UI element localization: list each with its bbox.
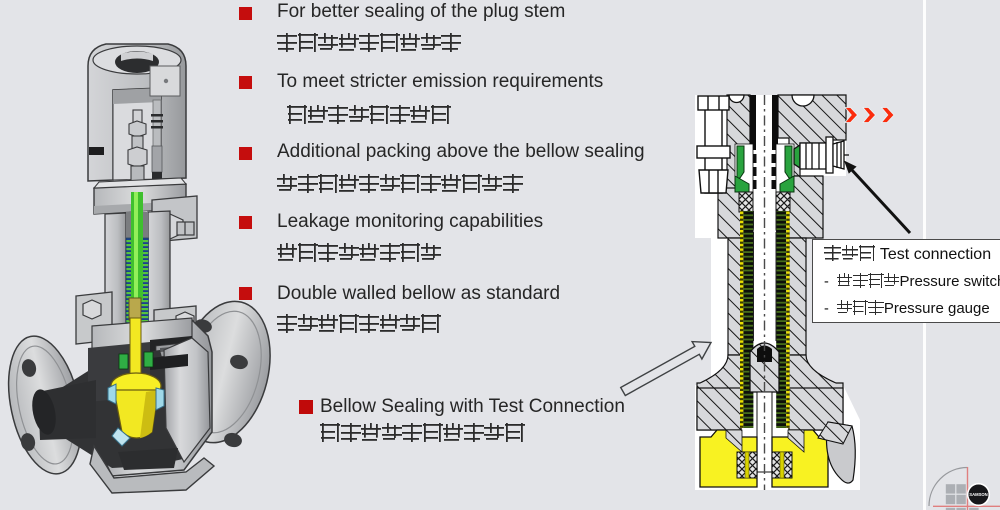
svg-text:SAMSON: SAMSON — [969, 492, 987, 497]
